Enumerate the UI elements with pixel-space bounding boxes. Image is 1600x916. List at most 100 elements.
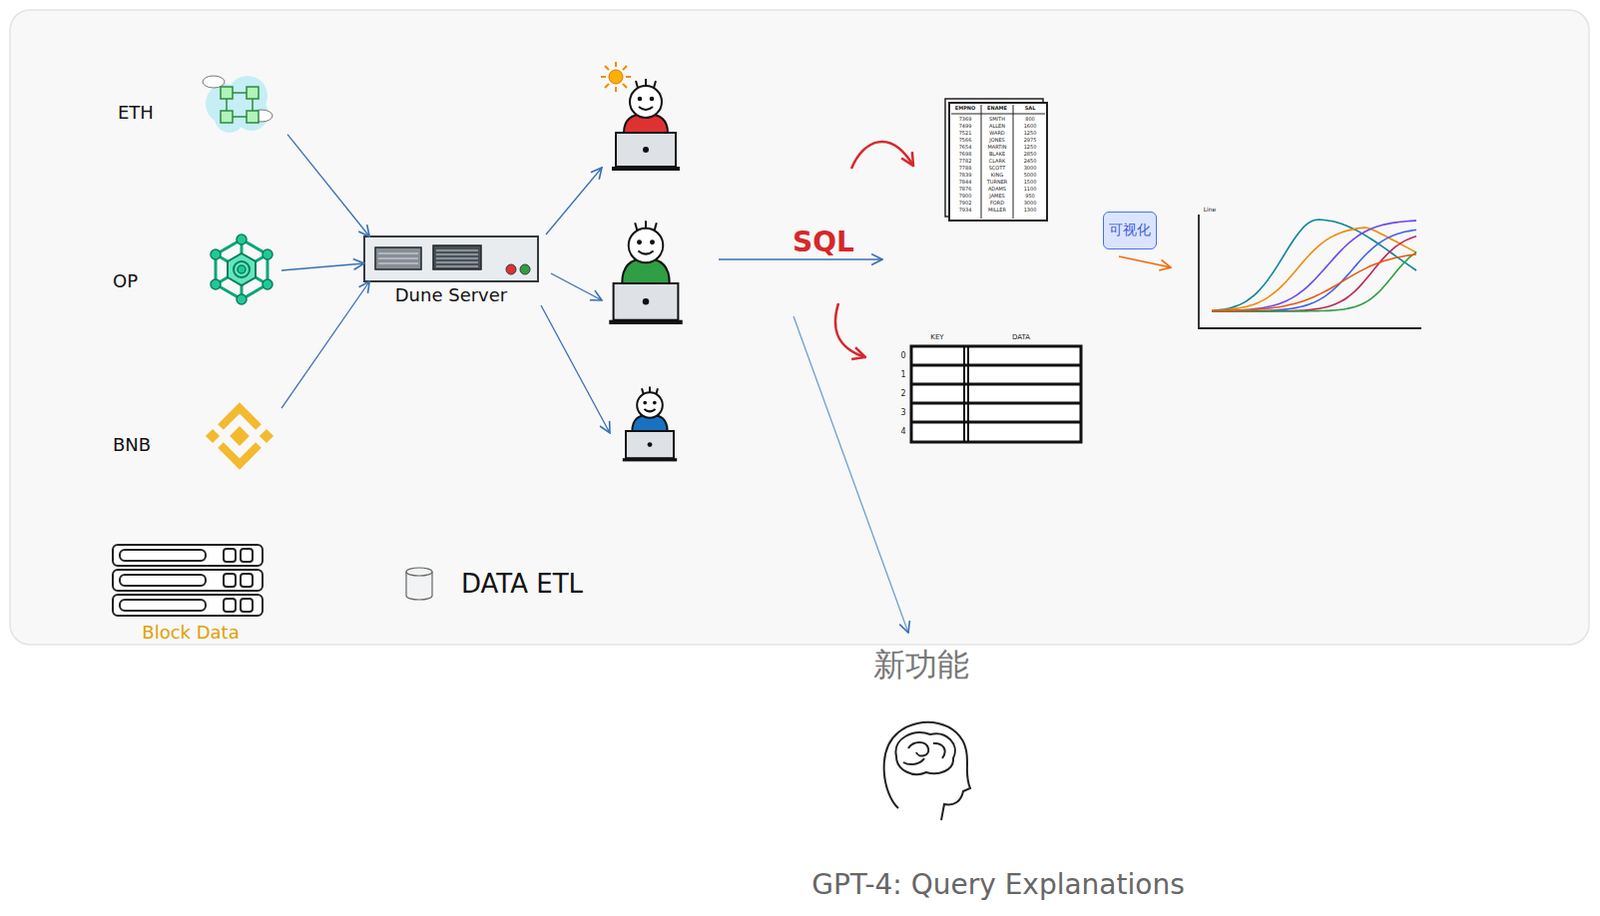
table-cell: 7902 [959,200,973,207]
illustration-part [246,110,259,123]
table-cell: 7654 [959,144,973,151]
edge-layer [281,134,370,409]
illustration-part [545,167,602,235]
illustration-part [642,146,649,153]
illustration-part [112,594,263,616]
illustration-part [210,279,221,290]
chart-axes [1198,214,1422,329]
node-label: 可视化 [1108,221,1151,238]
table-cell: 7839 [959,172,973,179]
result-arrow [851,141,914,169]
illustration-part [949,102,1048,221]
chart-line [1211,229,1417,312]
user-figure [622,387,677,463]
node-label: Dune Server [395,285,509,307]
illustration-part [911,346,1081,443]
source-node: BNB [99,399,282,476]
visualise-arrow [1118,256,1171,268]
table-cell: 1500 [1024,179,1038,186]
illustration-part [240,573,253,587]
illustration-part [215,239,268,300]
illustration-part [896,732,956,775]
server-node: Dune Server [364,236,538,282]
distribution-arrows [540,167,610,434]
illustration-part [506,264,517,275]
sql-label: SQL [789,227,858,259]
row-index: 0 [900,352,906,362]
illustration-part [215,239,268,300]
node-label: OP [112,271,138,293]
table-cell: 2975 [1024,137,1038,144]
illustration-part [378,253,419,264]
node-label: BNB [112,435,151,457]
illustration-part [642,298,649,305]
table-cell: ADAMS [988,186,1007,193]
chart-line [1211,219,1417,311]
table-cell: WARD [989,130,1005,137]
illustration-part [637,96,643,102]
people-group [608,78,682,462]
illustration-part [911,365,1081,423]
table-cell: 3000 [1024,165,1038,172]
row-index: 3 [900,409,906,419]
illustration-part [205,429,220,444]
illustration-part [613,283,679,321]
op-icon [210,234,273,305]
bnb-icon [205,408,274,465]
illustration-part [608,69,623,84]
illustration-part [649,239,655,245]
illustration-part [237,265,246,274]
illustration-part [641,387,658,395]
illustration-part [637,250,653,254]
table-cell: 7934 [959,207,973,214]
table-cell: 7369 [959,116,973,123]
illustration-part [615,132,676,167]
table-cell: 7566 [959,137,973,144]
illustration-part [636,392,663,419]
table-cell: 1250 [1024,144,1038,151]
illustration-part [629,85,662,118]
illustration-part [246,86,259,99]
eth-icon [202,75,273,133]
table-cell: 7521 [959,130,973,137]
illustration-part [220,445,259,465]
result-table [945,98,1048,221]
illustration-part [262,279,273,290]
illustration-part [119,574,206,586]
key-data-table [911,346,1081,443]
data-flow-arrow [281,263,365,271]
illustration-part [622,458,677,462]
table-cell: ALLEN [989,123,1006,130]
illustration-part [964,346,969,443]
table-cell: 2850 [1024,151,1038,158]
row-index: 4 [900,428,906,438]
illustration-part [884,722,971,821]
illustration-part [227,253,256,286]
table-cell: MILLER [988,207,1007,214]
table-cell: 7900 [959,193,973,200]
table-cell: BLAKE [989,151,1006,158]
column-header: DATA [1012,334,1031,343]
illustration-part [635,78,656,88]
illustration-part [229,426,250,447]
illustration-part [406,567,433,576]
data-flow-arrow [281,281,370,409]
illustration-part [628,228,664,264]
illustration-part [220,408,259,428]
illustration-part [220,110,233,123]
illustration-part [649,96,655,102]
table-cell: 5000 [1024,172,1038,179]
chart-line [1211,220,1417,312]
illustration-part [642,401,647,406]
illustration-part [608,320,682,325]
illustration-part [375,247,422,270]
sql-arrow [718,258,883,260]
source-node: OP [99,235,282,306]
column-header: KEY [930,334,944,343]
illustration-part [240,598,253,612]
table-cell: 7788 [959,165,973,172]
illustration-part [119,599,206,611]
table-cell: 7698 [959,151,973,158]
